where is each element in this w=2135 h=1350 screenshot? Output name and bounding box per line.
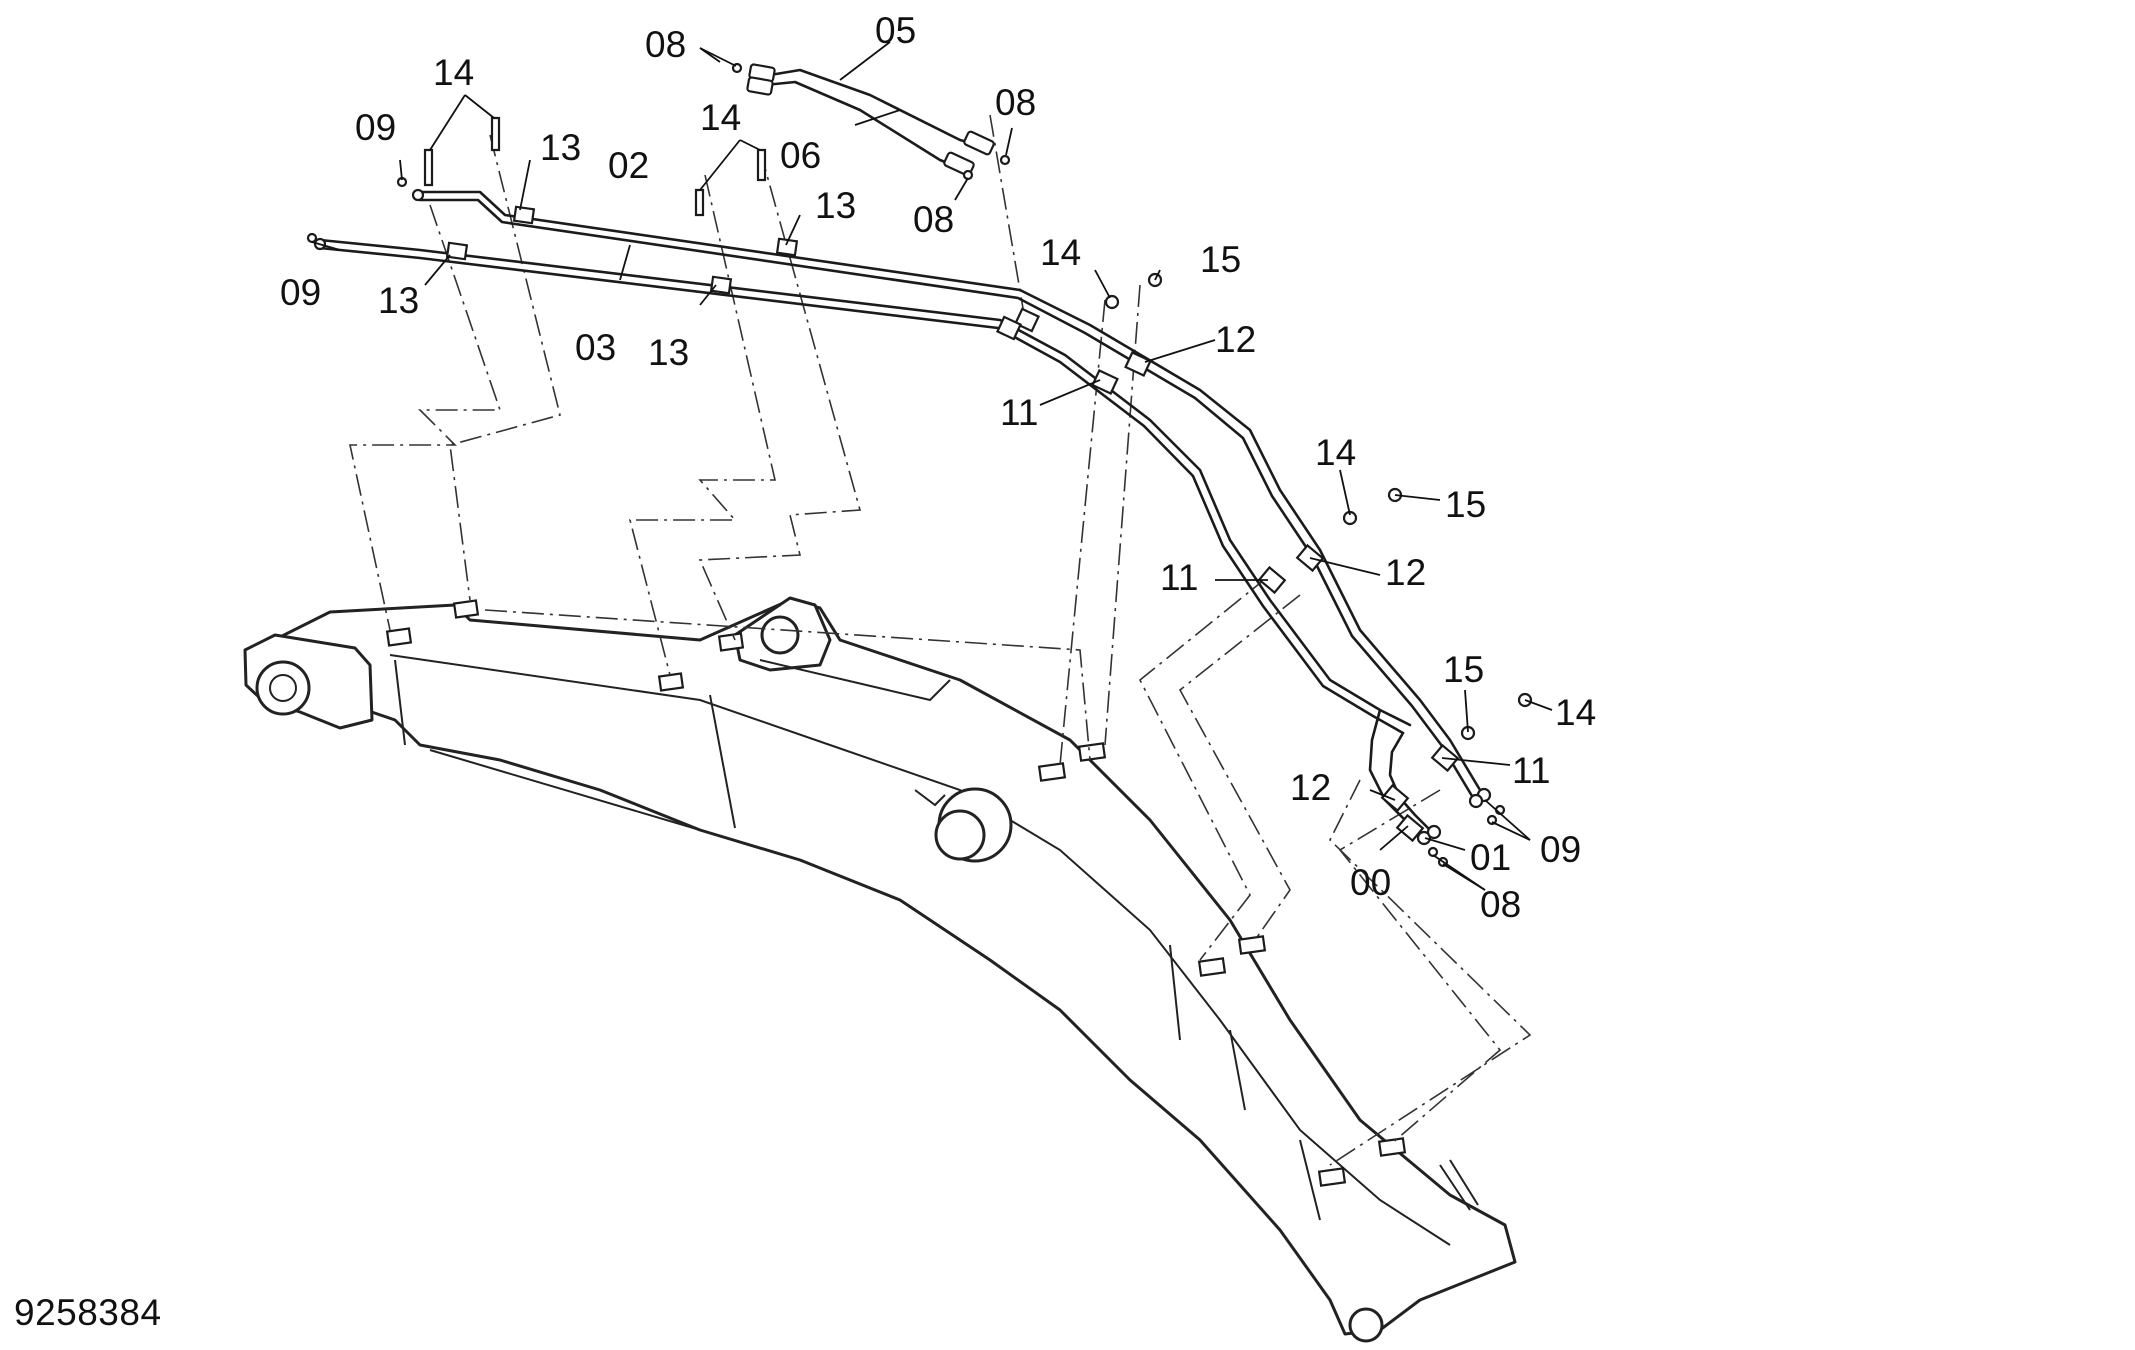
callout-11-a: 11: [1000, 392, 1038, 433]
callout-14-c: 14: [1040, 232, 1081, 273]
pipe-03: [318, 238, 1412, 727]
leader-lines: [311, 41, 1553, 891]
boom-foot-pin: [255, 660, 311, 716]
callout-09-b: 09: [280, 272, 321, 313]
callout-12-a: 12: [1215, 319, 1256, 360]
callout-06: 06: [780, 135, 821, 176]
callout-09-a: 09: [355, 107, 396, 148]
callout-13-c: 13: [378, 280, 419, 321]
callout-08-bottom: 08: [1480, 884, 1521, 925]
callout-15-c: 15: [1443, 649, 1484, 690]
callout-12-b: 12: [1385, 552, 1426, 593]
callout-08-right: 08: [995, 82, 1036, 123]
callout-14-a: 14: [433, 52, 474, 93]
boom-outline: [256, 598, 1517, 1336]
callout-08-top: 08: [645, 24, 686, 65]
excavator-boom: [243, 596, 1517, 1343]
pipe-and-hose-lines: [313, 63, 1492, 846]
callout-13-d: 13: [648, 332, 689, 373]
callout-11-b: 11: [1160, 557, 1198, 598]
drawing-number: 9258384: [14, 1292, 162, 1333]
callout-08-mid: 08: [913, 199, 954, 240]
callout-14-e: 14: [1555, 692, 1596, 733]
callout-11-c: 11: [1512, 750, 1550, 791]
callout-14-d: 14: [1315, 432, 1356, 473]
callout-labels: 08 05 08 06 08 14 14 09 13 02 13 09 13 0…: [280, 10, 1596, 925]
callout-01: 01: [1470, 837, 1511, 878]
callout-12-c: 12: [1290, 767, 1331, 808]
boom-tip-pin: [1348, 1307, 1384, 1343]
callout-13-a: 13: [540, 127, 581, 168]
callout-05: 05: [875, 10, 916, 51]
callout-13-b: 13: [815, 185, 856, 226]
callout-02: 02: [608, 145, 649, 186]
callout-09-c: 09: [1540, 829, 1581, 870]
callout-15-b: 15: [1445, 484, 1486, 525]
pipe-02: [416, 190, 1482, 792]
callout-00: 00: [1350, 862, 1391, 903]
callout-14-b: 14: [700, 97, 741, 138]
callout-15-a: 15: [1200, 239, 1241, 280]
callout-03: 03: [575, 327, 616, 368]
